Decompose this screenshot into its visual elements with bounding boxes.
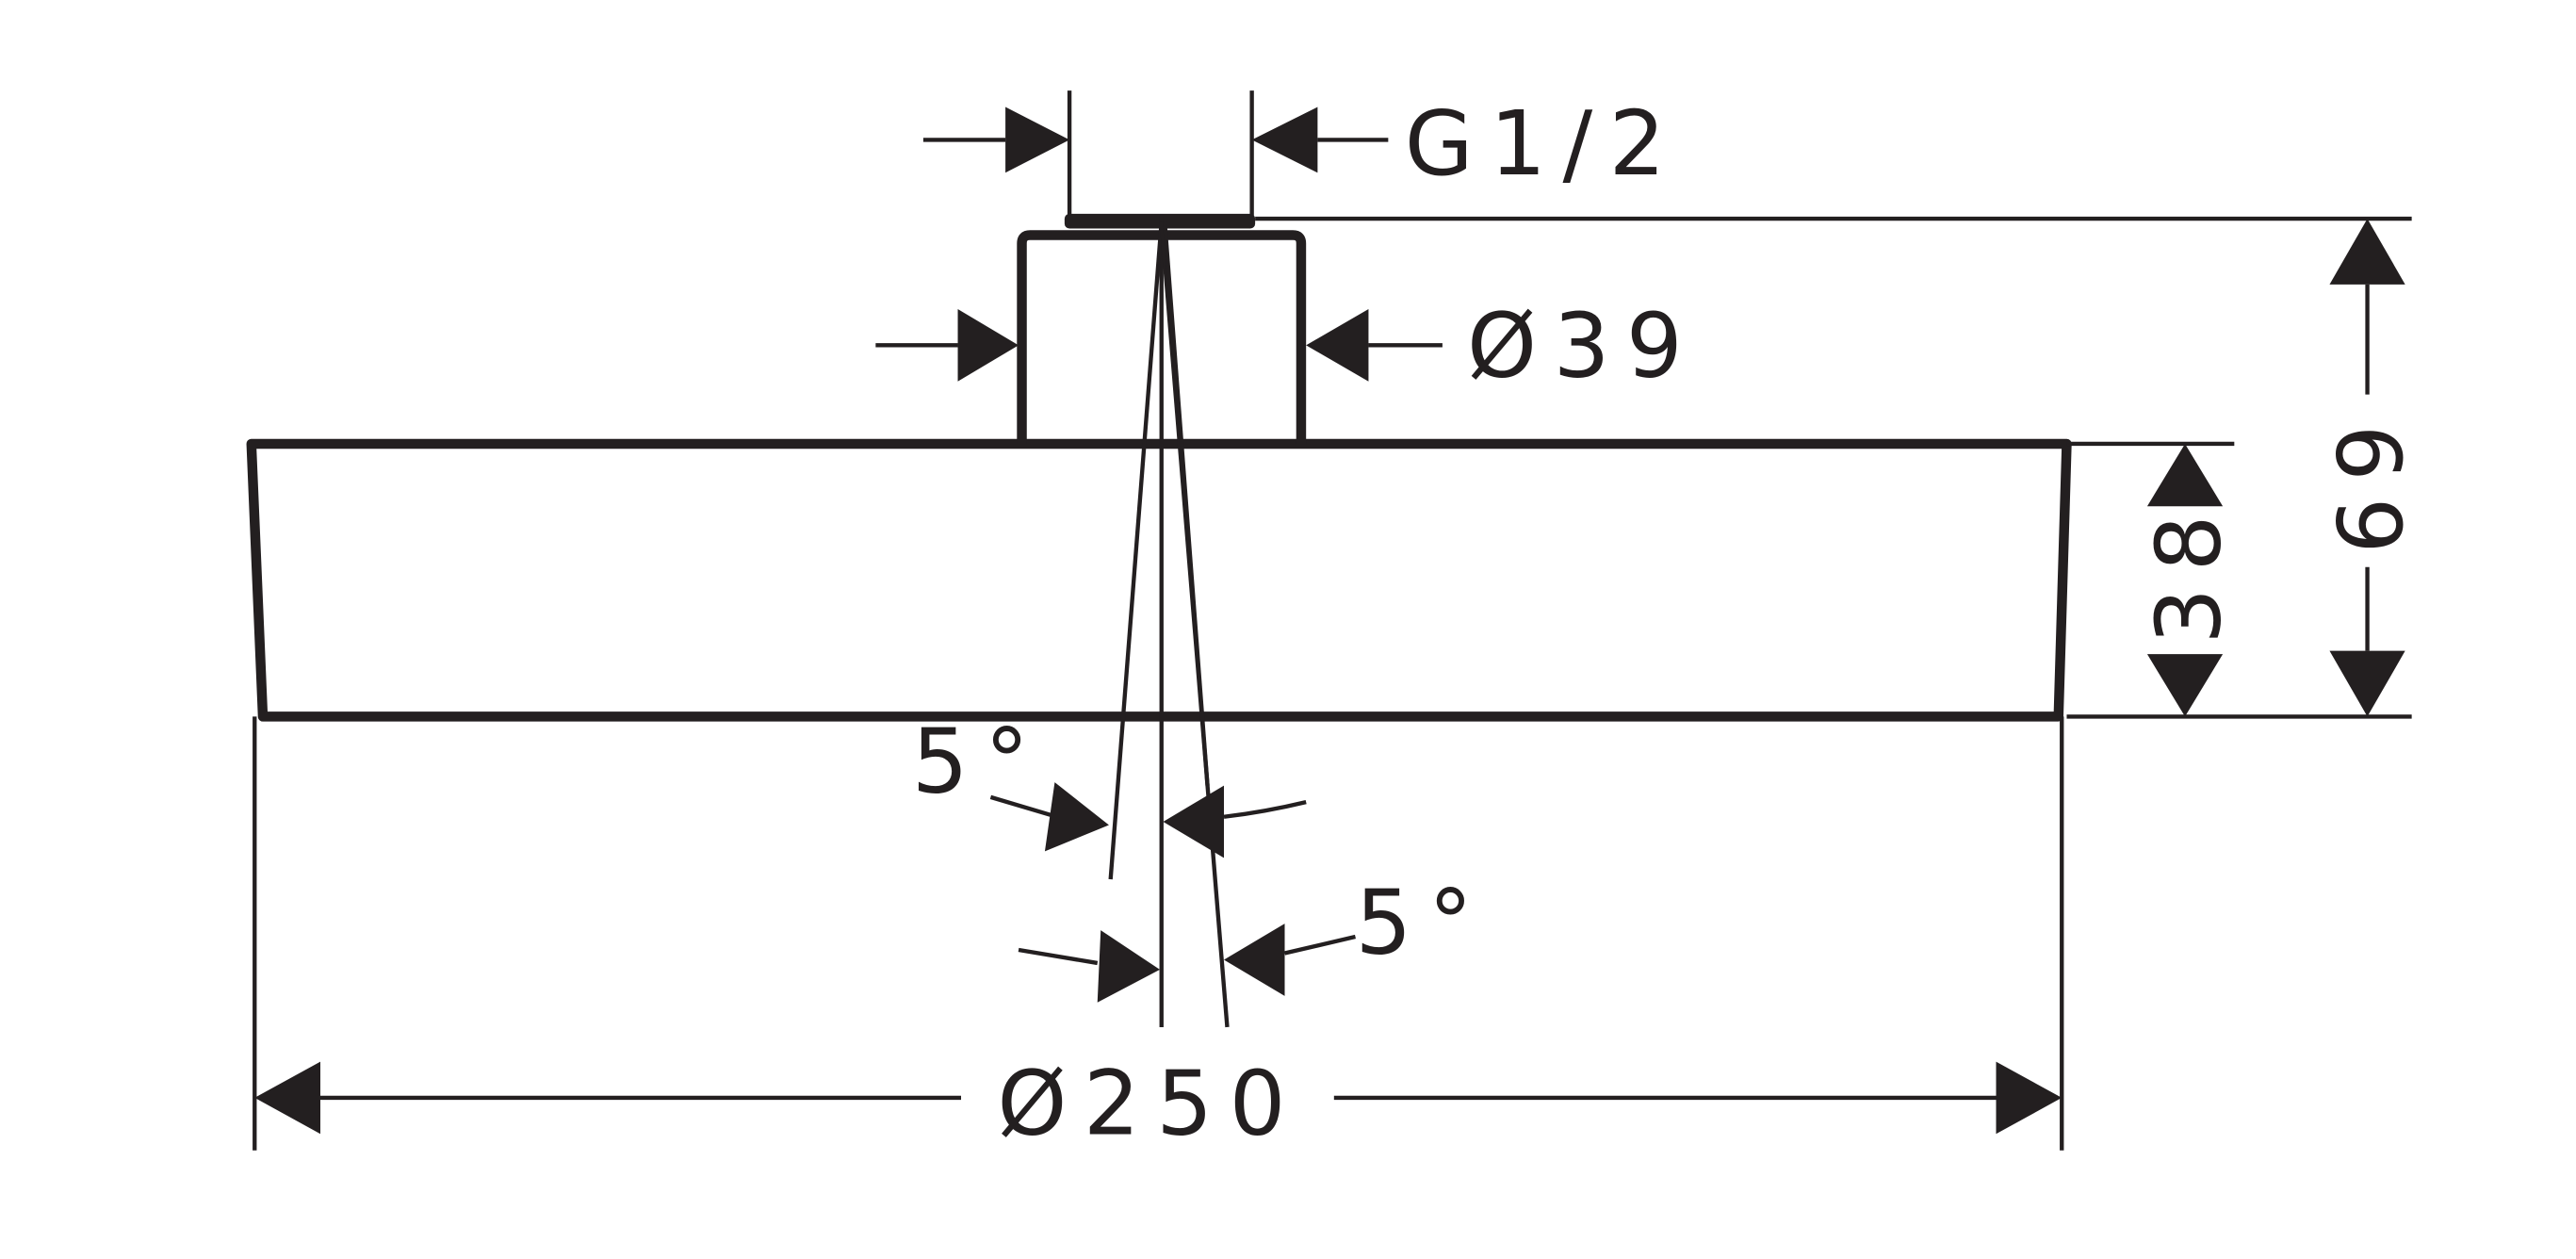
neck-diameter-label: Ø39 (1467, 295, 1699, 398)
upper-angle-dimension: 5° (912, 711, 1307, 858)
body-height-label: 38 (2139, 499, 2242, 645)
total-height-dimension: 69 (1255, 216, 2423, 719)
thread-label: G1/2 (1405, 93, 1682, 196)
head-diameter-label: Ø250 (997, 1053, 1302, 1155)
lower-angle-dimension: 5° (1018, 872, 1489, 1003)
tilt-lines (1108, 215, 1230, 1028)
shower-body-outline (246, 438, 2072, 722)
lower-angle-label: 5° (1355, 872, 1489, 974)
neck-diameter-dimension: Ø39 (875, 295, 1699, 398)
total-height-label: 69 (2321, 408, 2423, 554)
head-diameter-dimension: Ø250 (253, 716, 2064, 1155)
thread-dimension: G1/2 (922, 90, 1682, 216)
upper-angle-label: 5° (912, 711, 1046, 814)
body-height-dimension: 38 (2066, 441, 2242, 717)
